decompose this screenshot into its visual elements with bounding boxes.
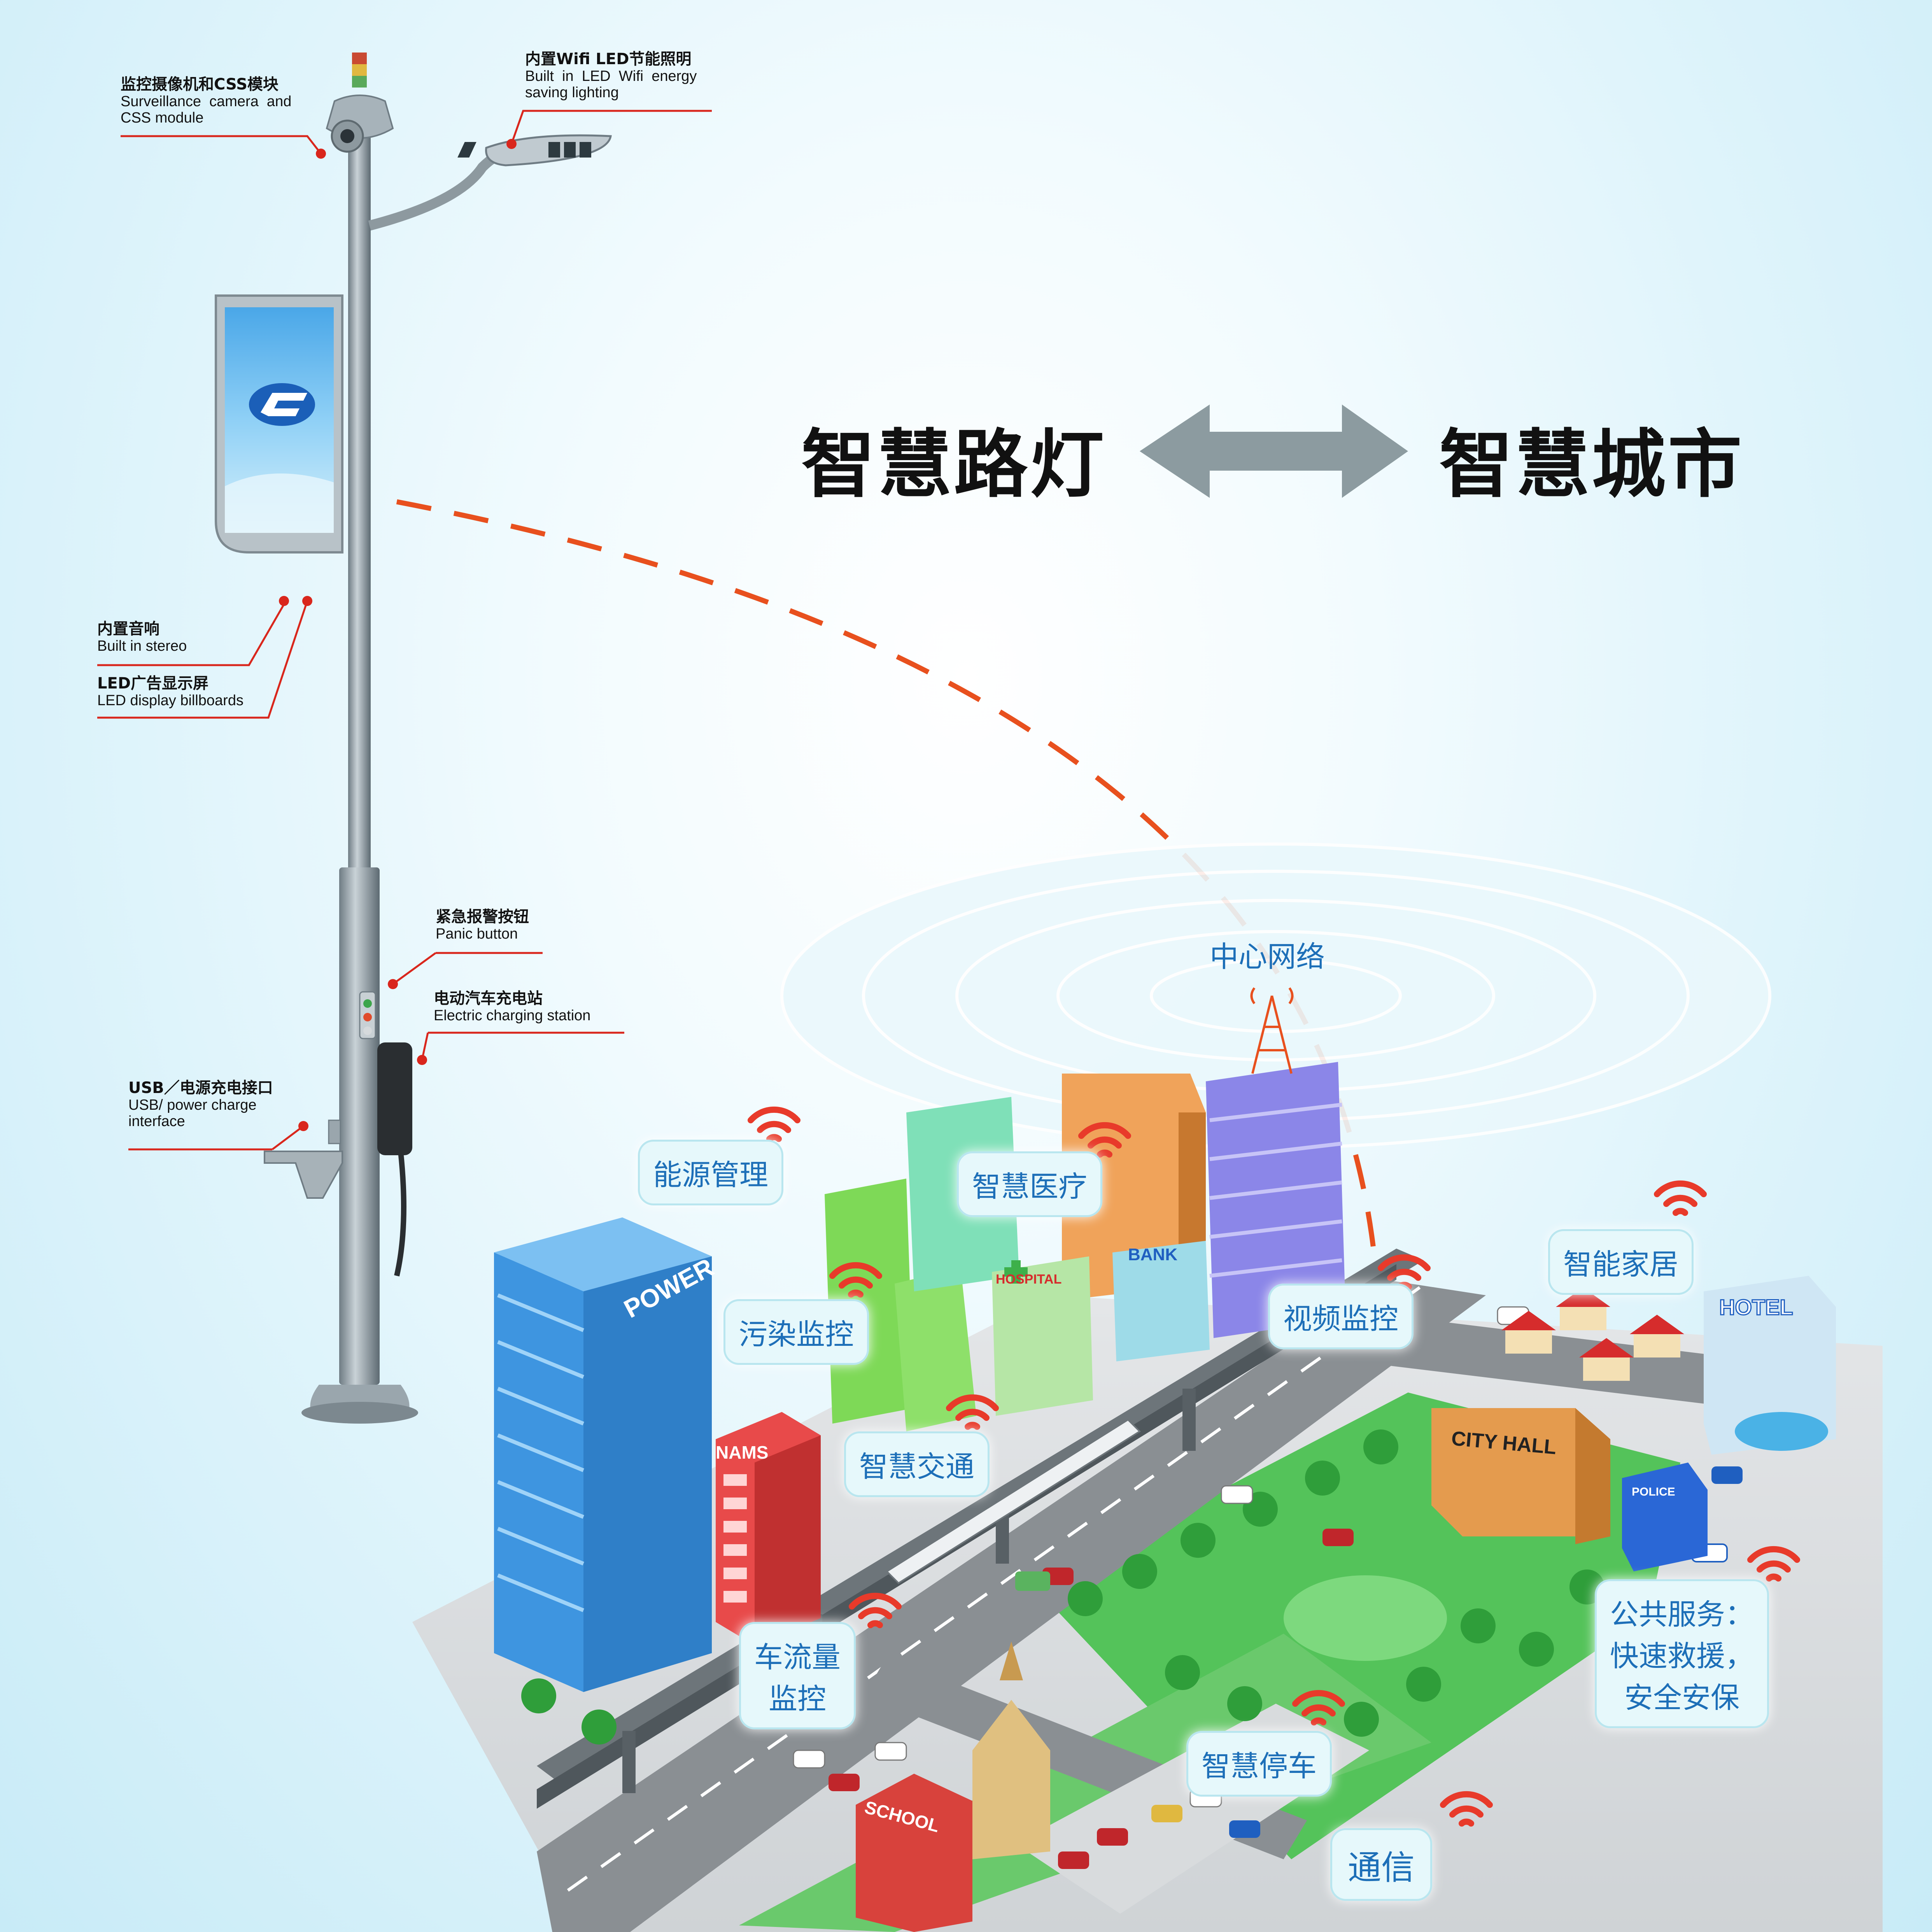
bubble-communication: 通信 xyxy=(1330,1828,1432,1901)
sign-nams: NAMS xyxy=(716,1442,768,1463)
bubble-line: 智慧停车 xyxy=(1202,1750,1317,1783)
trees xyxy=(521,1429,1604,1745)
label-charging-cn: 电动汽车充电站 xyxy=(434,990,543,1007)
label-camera-en: Surveillance camera and CSS module xyxy=(121,93,292,126)
label-led-cn: 内置Wifi LED节能照明 xyxy=(525,50,692,68)
bubble-line: 快速救援， xyxy=(1610,1639,1754,1673)
label-charging-en: Electric charging station xyxy=(434,1007,591,1024)
label-billboard-en: LED display billboards xyxy=(97,692,243,709)
label-charging-station: 电动汽车充电站 Electric charging station xyxy=(434,990,590,1024)
bubble-line: 监控 xyxy=(769,1682,826,1716)
sign-police: POLICE xyxy=(1632,1485,1675,1498)
bubble-line: 能源管理 xyxy=(653,1158,768,1192)
buildings xyxy=(494,987,1836,1932)
label-usb-en: USB/ power charge interface xyxy=(128,1096,257,1130)
billboard-logo xyxy=(249,383,315,426)
bubble-line: 视频监控 xyxy=(1283,1302,1398,1336)
bubble-line: 智慧医疗 xyxy=(972,1170,1087,1203)
sign-hospital: HOSPITAL xyxy=(996,1272,1061,1287)
label-panic-cn: 紧急报警按钮 xyxy=(436,908,529,926)
bubble-line: 智能家居 xyxy=(1563,1248,1678,1281)
bubble-smart-healthcare: 智慧医疗 xyxy=(957,1151,1102,1217)
antenna-tower xyxy=(1250,987,1294,1074)
headline-smart-streetlight: 智慧路灯 xyxy=(801,422,1107,508)
sign-hotel: HOTEL xyxy=(1719,1295,1793,1319)
label-billboard-cn: LED广告显示屏 xyxy=(97,674,209,692)
central-network-label: 中心网络 xyxy=(1210,940,1325,974)
label-dots xyxy=(279,139,517,1131)
bubble-line: 智慧交通 xyxy=(859,1450,974,1484)
wifi-icons xyxy=(748,1106,1800,1827)
bubble-line: 公共服务： xyxy=(1610,1598,1754,1631)
bubble-smart-parking: 智慧停车 xyxy=(1186,1731,1332,1797)
label-usb-interface: USB／电源充电接口 USB/ power charge interface xyxy=(128,1079,273,1130)
houses xyxy=(1501,1287,1684,1381)
cars xyxy=(793,1306,1743,1869)
label-camera-module: 监控摄像机和CSS模块 Surveillance camera and CSS … xyxy=(121,76,291,126)
label-stereo-cn: 内置音响 xyxy=(97,620,159,638)
smart-street-pole xyxy=(215,53,612,1424)
bubble-line: 安全安保 xyxy=(1624,1681,1739,1715)
label-led-en: Built in LED Wifi energy saving lighting xyxy=(525,68,697,101)
power-building xyxy=(494,1217,712,1692)
sign-bank: BANK xyxy=(1128,1245,1177,1264)
label-led-lighting: 内置Wifi LED节能照明 Built in LED Wifi energy … xyxy=(525,51,697,101)
double-arrow-icon xyxy=(1140,405,1408,498)
label-panic-button: 紧急报警按钮 Panic button xyxy=(436,908,529,942)
headline-smart-city: 智慧城市 xyxy=(1439,422,1745,508)
bubble-line: 污染监控 xyxy=(739,1318,854,1351)
bubble-traffic-flow-monitoring: 车流量 监控 xyxy=(739,1622,856,1729)
label-billboard: LED广告显示屏 LED display billboards xyxy=(97,675,243,709)
bubble-smart-home: 智能家居 xyxy=(1548,1229,1694,1295)
label-camera-cn: 监控摄像机和CSS模块 xyxy=(121,75,279,93)
bubble-public-services: 公共服务： 快速救援， 安全安保 xyxy=(1595,1579,1769,1728)
label-leader-lines xyxy=(97,110,712,1151)
bubble-video-surveillance: 视频监控 xyxy=(1268,1284,1414,1349)
bubble-smart-traffic: 智慧交通 xyxy=(844,1431,990,1497)
label-stereo: 内置音响 Built in stereo xyxy=(97,620,187,654)
bubble-line: 车流量 xyxy=(754,1641,841,1674)
label-stereo-en: Built in stereo xyxy=(97,638,187,654)
label-usb-cn: USB／电源充电接口 xyxy=(128,1079,273,1097)
nams-building xyxy=(716,1412,821,1645)
label-panic-en: Panic button xyxy=(436,925,518,942)
bubble-pollution-monitoring: 污染监控 xyxy=(723,1299,869,1365)
bubble-energy-management: 能源管理 xyxy=(638,1140,783,1205)
bubble-line: 通信 xyxy=(1348,1848,1415,1887)
